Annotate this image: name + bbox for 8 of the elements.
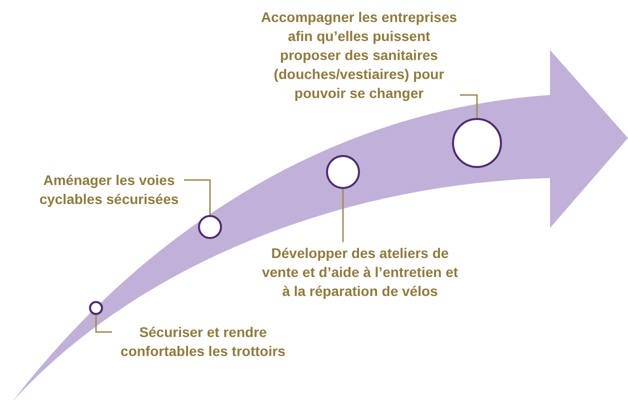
leader-line (460, 94, 478, 118)
milestone-text: Développer des ateliers de vente et d’aide à l’entretien et à la réparation de vélos (260, 244, 460, 300)
leader-line (184, 179, 211, 215)
milestone-text: Sécuriser et rendre confortables les trottoirs (120, 323, 286, 361)
leader-line (95, 315, 112, 333)
milestone-text: Accompagner les entreprises afin qu’elles puissent proposer des sanitaires (douches/vestiaires) pour pouvoir se changer (260, 8, 458, 102)
leader-line (342, 189, 344, 242)
milestone-text: Aménager les voies cyclables sécurisées (38, 171, 180, 209)
